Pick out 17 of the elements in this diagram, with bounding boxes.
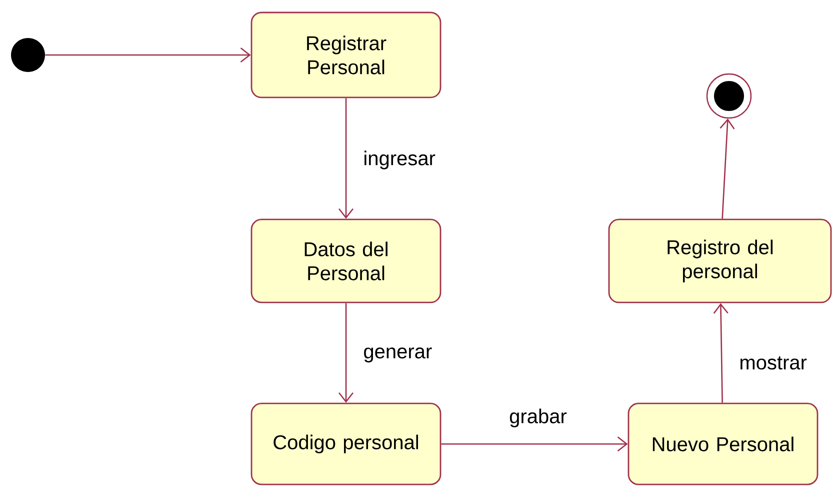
arrow [45, 47, 251, 62]
arrow [720, 118, 735, 219]
edge-label: grabar [510, 408, 567, 428]
arrow [441, 436, 628, 452]
arrow [713, 303, 728, 403]
state-box: Registro del personal [608, 218, 832, 304]
edge-label: generar [364, 348, 432, 362]
arrow [338, 303, 354, 403]
state-box: Codigo personal [250, 402, 442, 486]
final-state [706, 73, 752, 119]
edge-label: mostrar [740, 356, 807, 370]
edge-label: ingresar [364, 150, 436, 170]
initial-state [11, 38, 45, 72]
arrow [338, 98, 354, 219]
state-box: Datos del Personal [250, 218, 442, 304]
state-box: Nuevo Personal [628, 402, 818, 486]
state-box: Registrar Personal [250, 12, 442, 98]
